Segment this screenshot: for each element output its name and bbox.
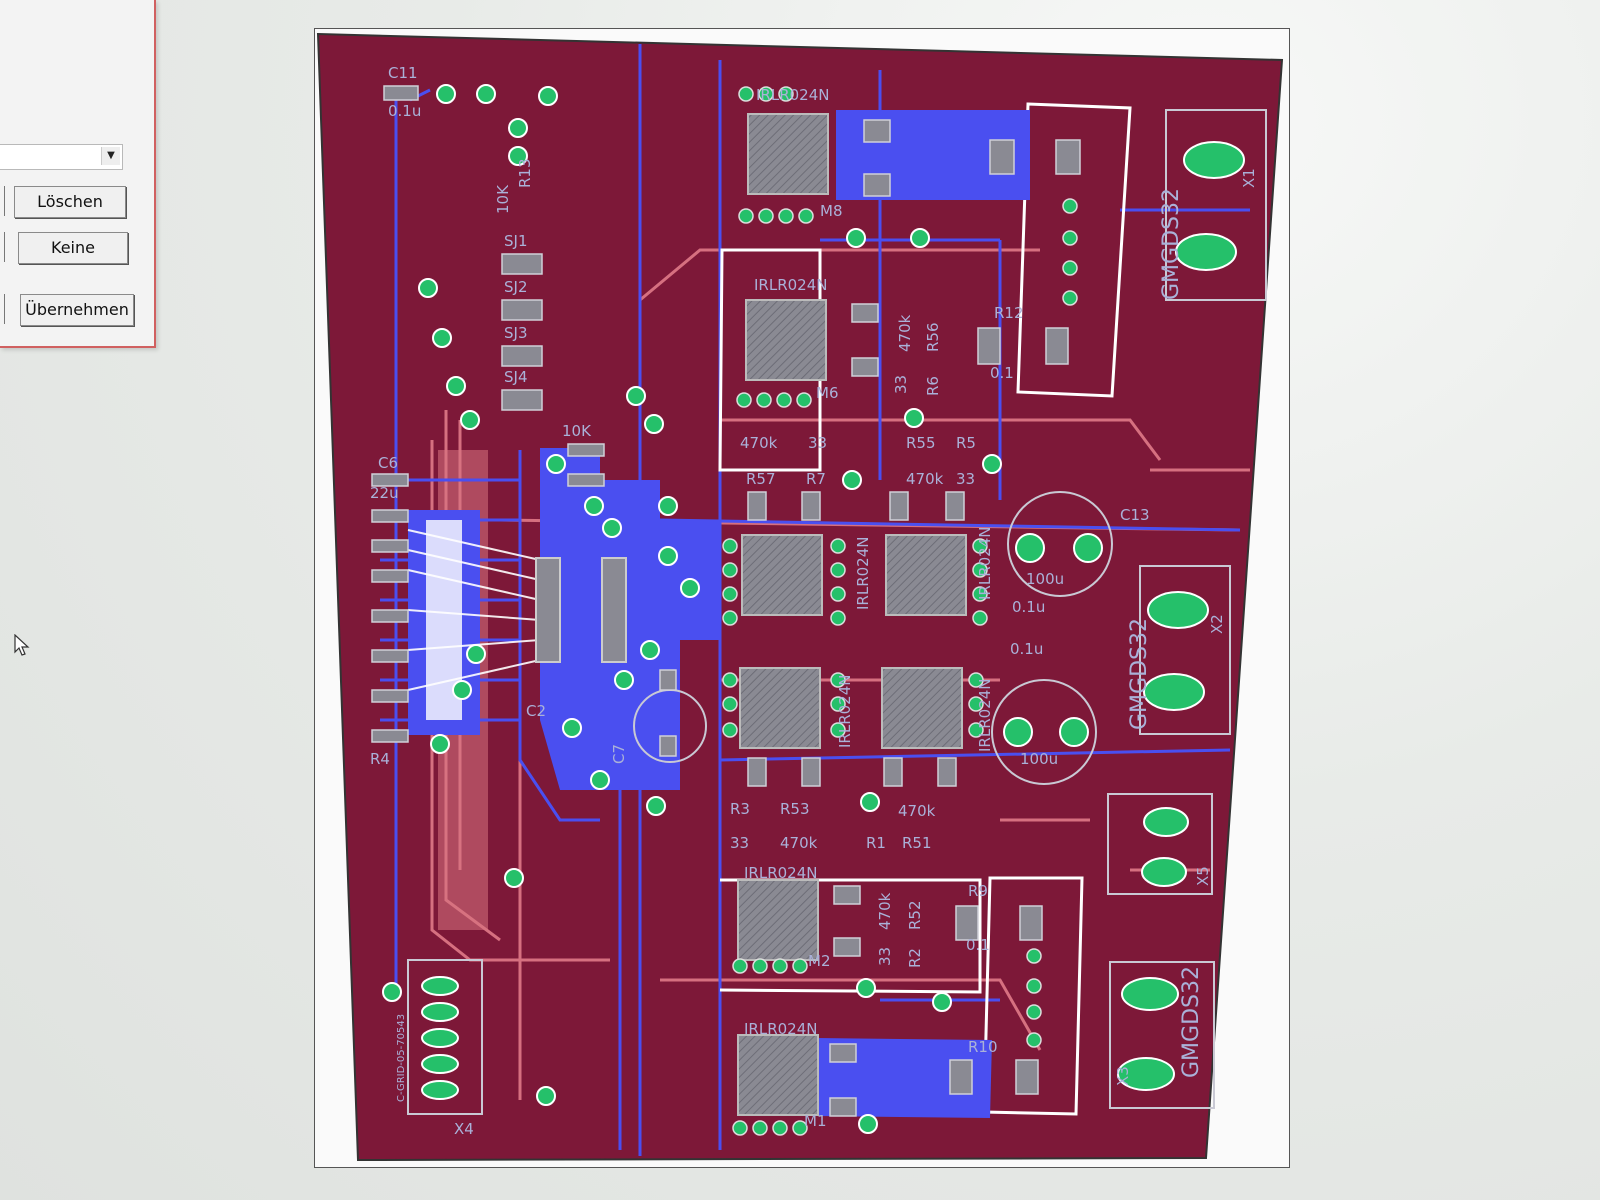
- label-sj1: SJ1: [504, 232, 528, 250]
- mosfet-packages: [737, 113, 967, 1116]
- ic-chips: [535, 557, 627, 663]
- label-x1-part: GMGDS32: [1159, 188, 1184, 300]
- label-r52: R52: [906, 900, 924, 930]
- label-r3: R3: [730, 800, 750, 818]
- x4-pins: [421, 976, 459, 1100]
- label-r57: R57: [746, 470, 776, 488]
- mosfet-pins: [722, 86, 1078, 1136]
- label-r5: R5: [956, 434, 976, 452]
- label-r51: R51: [902, 834, 932, 852]
- label-sj2: SJ2: [504, 278, 528, 296]
- label-r9: R9: [968, 882, 988, 900]
- label-r13: R13: [516, 158, 534, 188]
- label-mid-part-a: IRLR024N: [854, 537, 872, 610]
- label-c2: C2: [526, 702, 546, 720]
- label-c6-value: 22u: [370, 484, 399, 502]
- label-mid-part-c: IRLR024N: [836, 675, 854, 748]
- label-mid-part-b: IRLR024N: [976, 527, 994, 600]
- label-r2: R2: [906, 948, 924, 968]
- label-x5: X5: [1194, 866, 1212, 886]
- label-m8: M8: [820, 202, 843, 220]
- label-x3-part: GMGDS32: [1179, 966, 1204, 1078]
- label-cap-01a: 0.1u: [1012, 598, 1045, 616]
- label-r51-value: 470k: [898, 802, 936, 820]
- label-sj3: SJ3: [504, 324, 528, 342]
- label-m2-part: IRLR024N: [744, 864, 817, 882]
- label-r6-value: 33: [892, 375, 910, 394]
- label-r55-value: 470k: [906, 470, 944, 488]
- label-c13: C13: [1120, 506, 1150, 524]
- label-m6: M6: [816, 384, 839, 402]
- x4-connector: [407, 959, 483, 1115]
- label-m8-part: IRLR024N: [756, 86, 829, 104]
- label-m1-part: IRLR024N: [744, 1020, 817, 1038]
- label-x2-part: GMGDS32: [1127, 618, 1152, 730]
- label-m1: M1: [804, 1112, 827, 1130]
- label-r56: R56: [924, 322, 942, 352]
- silkscreen-labels: C11 0.1u R13 10K SJ1 SJ2 SJ3 SJ4 10K C6 …: [370, 64, 1258, 1138]
- label-m2: M2: [808, 952, 831, 970]
- label-r10: R10: [968, 1038, 998, 1056]
- button-edge: [0, 186, 5, 216]
- label-r4: R4: [370, 750, 390, 768]
- label-r53: R53: [780, 800, 810, 818]
- label-r9-value: 0.1: [966, 936, 990, 954]
- label-x3: X3: [1114, 1066, 1132, 1086]
- label-cap-100u: 100u: [1020, 750, 1058, 768]
- label-mid-part-d: IRLR024N: [976, 679, 994, 752]
- apply-button[interactable]: Übernehmen: [20, 294, 134, 326]
- label-r56-value: 470k: [896, 314, 914, 352]
- label-c6: C6: [378, 454, 398, 472]
- electrolytic-caps: [633, 491, 1113, 785]
- label-r6: R6: [924, 376, 942, 396]
- screw-terminals: [1107, 109, 1267, 1109]
- label-r5-value: 33: [956, 470, 975, 488]
- chevron-down-icon[interactable]: ▼: [101, 147, 120, 165]
- label-r7: R7: [806, 470, 826, 488]
- label-sj4: SJ4: [504, 368, 528, 386]
- label-r57-value: 470k: [740, 434, 778, 452]
- terminal-pads: [1117, 141, 1245, 1091]
- label-r52-value: 470k: [876, 892, 894, 930]
- label-r2-value: 33: [876, 947, 894, 966]
- label-x4: X4: [454, 1120, 474, 1138]
- smd-pads: [371, 85, 1081, 1117]
- label-r3-value: 33: [730, 834, 749, 852]
- label-cap-01b: 0.1u: [1010, 640, 1043, 658]
- button-edge: [0, 294, 5, 324]
- none-button[interactable]: Keine: [18, 232, 128, 264]
- label-x1: X1: [1240, 168, 1258, 188]
- label-r12: R12: [994, 304, 1024, 322]
- mouse-cursor-icon: [14, 634, 30, 656]
- delete-button[interactable]: Löschen: [14, 186, 126, 218]
- label-c11-value: 0.1u: [388, 102, 421, 120]
- label-x4-part: C-GRID-05-70543: [396, 1014, 407, 1102]
- label-x2: X2: [1208, 614, 1226, 634]
- label-m6-part: IRLR024N: [754, 276, 827, 294]
- layer-dropdown[interactable]: ▼: [0, 144, 123, 170]
- label-c11: C11: [388, 64, 418, 82]
- component-outlines: [718, 102, 1132, 1116]
- button-edge: [0, 232, 5, 262]
- vias: [382, 84, 1103, 1134]
- label-c7: C7: [610, 744, 628, 764]
- label-r55: R55: [906, 434, 936, 452]
- label-ic-10k: 10K: [562, 422, 592, 440]
- label-r7-value: 33: [808, 434, 827, 452]
- layer-dialog: ▼ Löschen Keine Übernehmen: [0, 0, 156, 348]
- label-r13-value: 10K: [494, 184, 512, 214]
- label-r12-value: 0.1: [990, 364, 1014, 382]
- label-r1: R1: [866, 834, 886, 852]
- label-c13-value: 100u: [1026, 570, 1064, 588]
- label-r53-value: 470k: [780, 834, 818, 852]
